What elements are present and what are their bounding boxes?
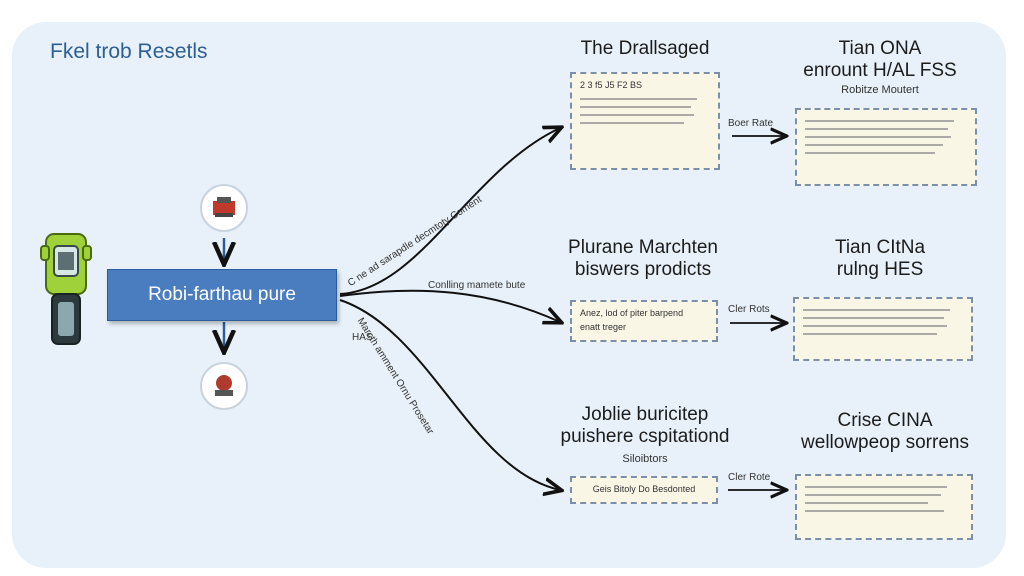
branch-middle xyxy=(339,289,560,322)
right-card-2 xyxy=(793,297,973,361)
right-heading-2: Tian CItNa rulng HES xyxy=(800,237,960,281)
middle-card-2-line-1: Anez, lod of piter barpend xyxy=(580,308,684,318)
middle-card-1: 2 3 f5 J5 F2 BS xyxy=(570,72,720,170)
middle-heading-3: Joblie buricitep puishere cspitationd xyxy=(540,404,750,448)
middle-card-3-text: Geis Bitoly Do Besdonted xyxy=(592,484,696,494)
robot-device-icon xyxy=(40,233,92,345)
right-card-3 xyxy=(795,474,973,540)
right-heading-3-line-1: Crise CINA xyxy=(837,410,933,431)
middle-heading-2-line-2: biswers prodicts xyxy=(574,259,712,280)
middle-sub-3: Siloibtors xyxy=(622,453,668,465)
middle-card-2: Anez, lod of piter barpend enatt treger xyxy=(570,300,718,342)
branch-label-middle: Conlling mamete bute xyxy=(428,280,526,291)
right-heading-3-line-2: wellowpeop sorrens xyxy=(801,432,969,453)
source-box: Robi-farthau pure xyxy=(107,269,337,321)
edge-label-1: Boer Rate xyxy=(728,118,774,129)
middle-card-1-text: 2 3 f5 J5 F2 BS xyxy=(580,80,643,90)
middle-heading-2-line-1: Plurane Marchten xyxy=(568,237,718,258)
branch-upper xyxy=(339,128,560,295)
middle-heading-1-line-1: The Drallsaged xyxy=(580,38,710,59)
right-sub-1: Robitze Moutert xyxy=(841,84,919,96)
middle-heading-3-line-1: Joblie buricitep xyxy=(581,404,709,425)
right-card-1 xyxy=(795,108,977,186)
right-heading-2-line-1: Tian CItNa xyxy=(834,237,926,258)
middle-card-3: Geis Bitoly Do Besdonted xyxy=(570,476,718,504)
badge-bottom-icon xyxy=(200,362,248,410)
right-heading-3: Crise CINA wellowpeop sorrens xyxy=(790,410,980,454)
right-heading-1-line-2: enrount H/AL FSS xyxy=(803,60,957,81)
middle-heading-1: The Drallsaged xyxy=(560,38,730,60)
branch-label-lower-b: HAS xyxy=(352,332,373,343)
edge-label-3: Cler Rote xyxy=(728,472,771,483)
edge-label-2: Cler Rots xyxy=(728,304,770,315)
right-heading-1: Tian ONA enrount H/AL FSS xyxy=(780,38,980,82)
middle-card-2-line-2: enatt treger xyxy=(580,322,627,332)
middle-heading-2: Plurane Marchten biswers prodicts xyxy=(548,237,738,281)
branch-lower xyxy=(339,299,560,490)
middle-heading-3-line-2: puishere cspitationd xyxy=(560,426,730,447)
right-heading-2-line-2: rulng HES xyxy=(836,259,924,280)
diagram-title: Fkel trob Resetls xyxy=(50,40,208,63)
right-heading-1-line-1: Tian ONA xyxy=(838,38,922,59)
badge-top-icon xyxy=(200,184,248,232)
source-label: Robi-farthau pure xyxy=(148,284,296,305)
